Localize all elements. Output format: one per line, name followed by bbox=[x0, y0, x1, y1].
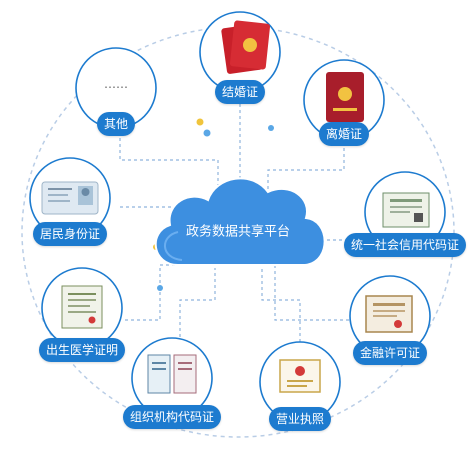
label-marriage: 结婚证 bbox=[214, 80, 266, 104]
license-document-icon bbox=[147, 354, 197, 394]
license-document-icon bbox=[61, 285, 103, 329]
cloud-hub bbox=[154, 177, 326, 266]
label-business: 营业执照 bbox=[268, 407, 332, 431]
id-card-icon bbox=[41, 181, 99, 215]
connector-other bbox=[119, 132, 219, 185]
license-document-icon bbox=[382, 192, 430, 228]
connector-divorce bbox=[267, 142, 345, 190]
label-idcard: 居民身份证 bbox=[32, 222, 108, 246]
other-placeholder: …… bbox=[104, 77, 128, 91]
label-other: 其他 bbox=[96, 112, 136, 136]
hub-label: 政务数据共享平台 bbox=[185, 224, 291, 240]
connector-birth bbox=[125, 264, 180, 321]
label-birth: 出生医学证明 bbox=[38, 338, 126, 362]
license-document-icon bbox=[365, 295, 413, 333]
label-org-code: 组织机构代码证 bbox=[122, 405, 222, 429]
label-credit-code: 统一社会信用代码证 bbox=[343, 233, 467, 257]
red-certificate-icon bbox=[221, 20, 271, 74]
label-divorce: 离婚证 bbox=[318, 122, 370, 146]
license-document-icon bbox=[279, 359, 321, 393]
label-finance: 金融许可证 bbox=[352, 341, 428, 365]
connector-finance bbox=[274, 265, 355, 321]
outer-ring bbox=[21, 26, 455, 438]
red-certificate-icon bbox=[326, 72, 364, 122]
